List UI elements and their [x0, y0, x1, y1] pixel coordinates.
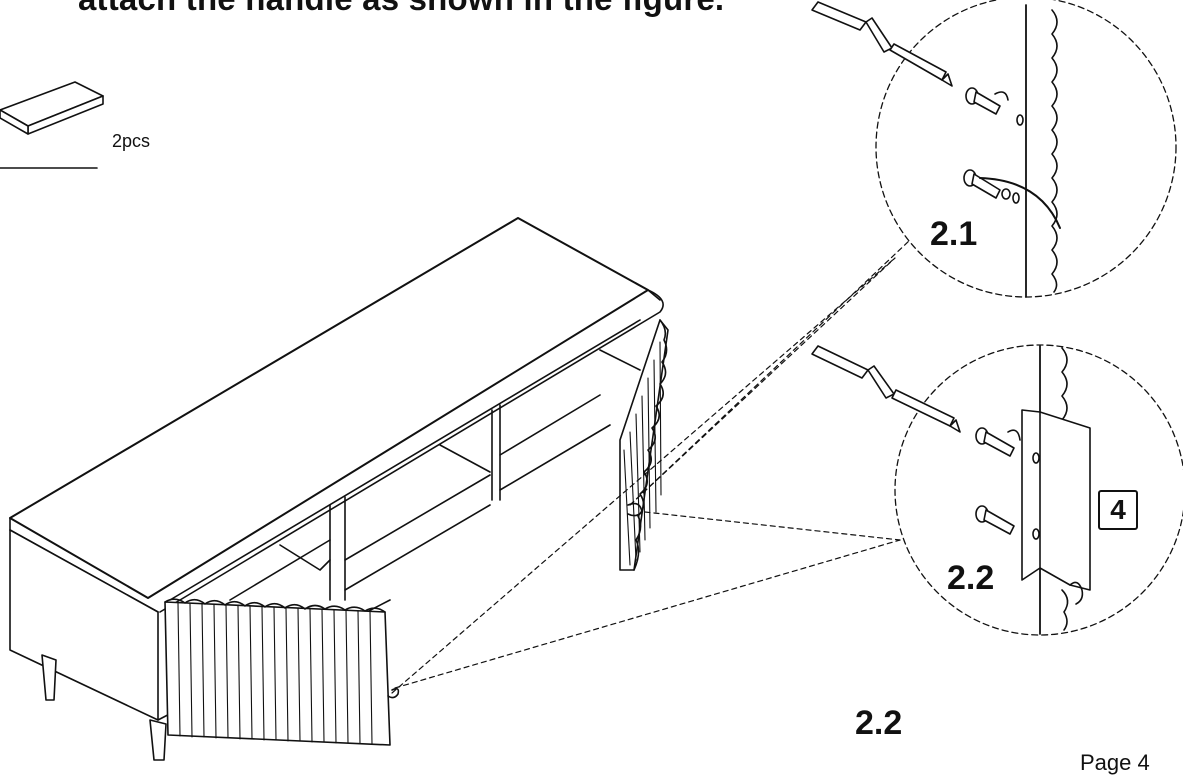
part-number-badge: 4 — [1098, 490, 1138, 530]
screwdriver-icon — [811, 1, 953, 87]
part-quantity: 2pcs — [112, 131, 151, 151]
screw-icon — [963, 169, 1061, 229]
screw-icon — [975, 505, 1015, 535]
screwdriver-icon — [811, 345, 961, 433]
detail-label-2-1: 2.1 — [930, 215, 978, 253]
screw-icon — [965, 87, 1024, 126]
screw-icon — [975, 427, 1021, 457]
detail-circle-2-1 — [811, 0, 1177, 298]
step-number: 2.2 — [855, 704, 903, 742]
page-number: Page 4 — [1080, 750, 1150, 775]
instruction-heading: attach the handle as shown in the figure… — [78, 0, 724, 18]
handle-part-icon — [0, 81, 104, 169]
detail-circle-2-2 — [811, 344, 1183, 636]
tv-cabinet-drawing — [9, 217, 669, 761]
detail-label-2-2: 2.2 — [947, 559, 995, 597]
leader-lines — [391, 239, 911, 694]
